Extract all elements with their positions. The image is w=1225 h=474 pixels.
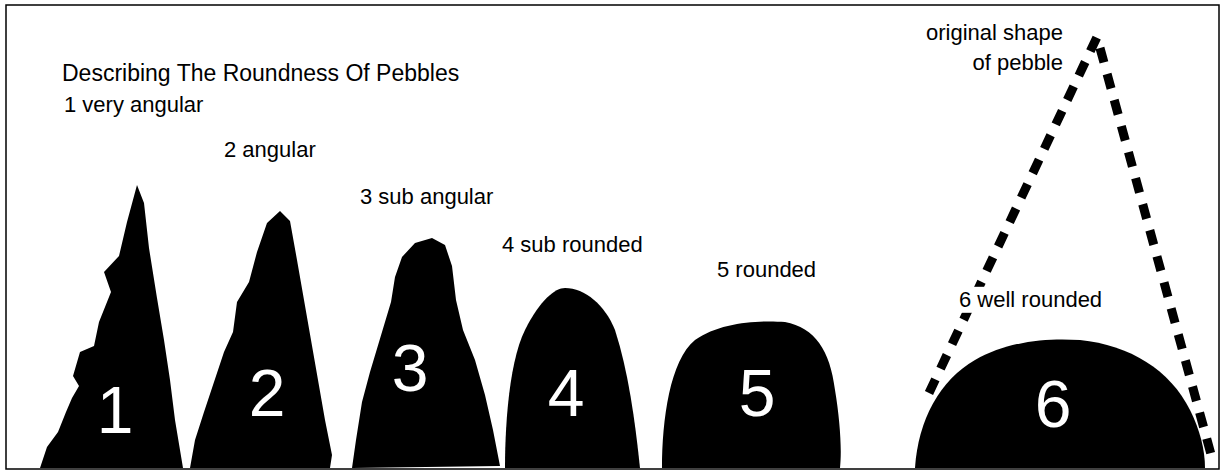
pebble-shape: 5 rounded5 xyxy=(660,318,844,470)
pebble-silhouette xyxy=(190,211,332,468)
pebble-silhouette xyxy=(505,288,640,468)
pebble-shape: 1 very angular1 xyxy=(35,183,185,470)
pebble-silhouette xyxy=(352,238,500,468)
frame xyxy=(6,5,1219,469)
callout-number: 5 xyxy=(739,360,776,426)
pebble-shape: 4 sub rounded4 xyxy=(503,286,643,470)
roundness-label: 4 sub rounded xyxy=(500,232,645,258)
roundness-label: 2 angular xyxy=(222,137,318,163)
roundness-label: 1 very angular xyxy=(62,92,205,118)
pebble-silhouette xyxy=(662,321,841,468)
roundness-label: 6 well rounded xyxy=(957,287,1104,313)
pebble-shape: 6 well rounded6 xyxy=(913,336,1208,470)
pebble-outline xyxy=(187,208,334,470)
title: Describing The Roundness Of Pebbles xyxy=(62,60,459,88)
pebble-shape: 3 sub angular3 xyxy=(348,236,502,470)
callout-number: 3 xyxy=(392,335,429,401)
roundness-label: 3 sub angular xyxy=(358,184,495,210)
annotation-label: original shape of pebble xyxy=(905,18,1063,77)
pebble-shape: 2 angular2 xyxy=(187,208,334,470)
callout-number: 4 xyxy=(548,360,585,426)
callout-number: 2 xyxy=(249,360,286,426)
callout-number: 1 xyxy=(97,377,134,443)
roundness-label: 5 rounded xyxy=(715,257,818,283)
pebble-silhouette xyxy=(915,339,1205,468)
pebble-silhouette xyxy=(40,185,183,468)
callout-number: 6 xyxy=(1035,371,1072,437)
